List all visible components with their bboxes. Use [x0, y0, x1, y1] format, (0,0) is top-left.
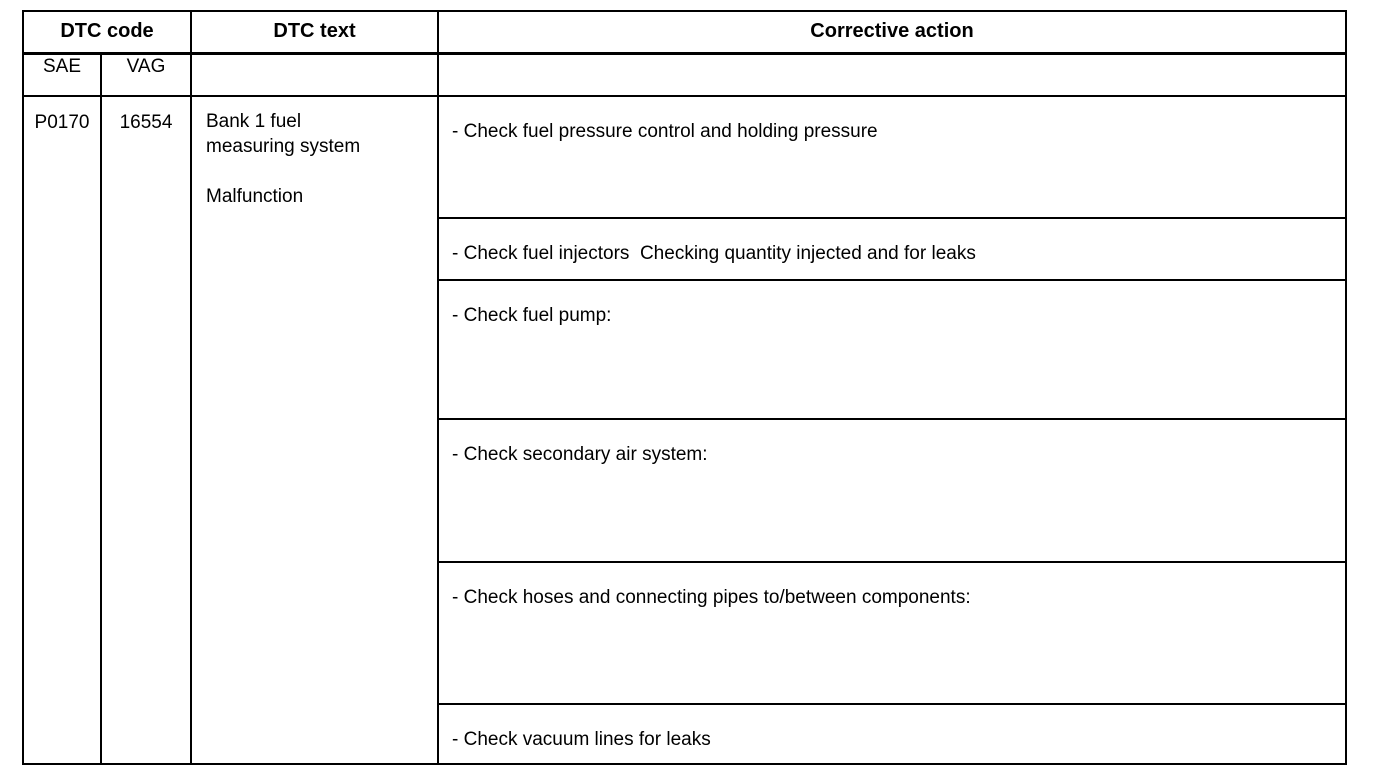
cell-sae-code: P0170	[22, 95, 102, 765]
subheader-row: SAE VAG	[22, 52, 1347, 97]
dtc-table: DTC code DTC text Corrective action SAE …	[22, 10, 1347, 765]
cell-vag-code: 16554	[100, 95, 192, 765]
table-row: - Check hoses and connecting pipes to/be…	[23, 561, 1347, 705]
corrective-action-item-1: - Check fuel pressure control and holdin…	[437, 95, 1347, 219]
table-row: - Check fuel pump:	[23, 279, 1347, 420]
corrective-action-item-3: - Check fuel pump:	[437, 279, 1347, 420]
subheader-dtc-text-empty	[190, 52, 439, 97]
header-dtc-text: DTC text	[190, 10, 439, 55]
subheader-corrective-empty	[437, 52, 1347, 97]
table-row: - Check vacuum lines for leaks	[23, 703, 1347, 765]
corrective-action-item-6: - Check vacuum lines for leaks	[437, 703, 1347, 765]
header-corrective-action: Corrective action	[437, 10, 1347, 55]
corrective-action-item-4: - Check secondary air system:	[437, 418, 1347, 563]
table-row: - Check fuel injectors Checking quantity…	[23, 217, 1347, 281]
cell-dtc-text: Bank 1 fuel measuring system Malfunction	[190, 95, 439, 765]
table-row: P0170 16554 Bank 1 fuel measuring system…	[22, 95, 1347, 765]
subheader-sae: SAE	[22, 52, 102, 97]
header-dtc-code: DTC code	[22, 10, 192, 55]
subheader-vag: VAG	[100, 52, 192, 97]
header-row: DTC code DTC text Corrective action	[22, 10, 1347, 55]
corrective-action-item-2: - Check fuel injectors Checking quantity…	[437, 217, 1347, 281]
table-row: - Check secondary air system:	[23, 418, 1347, 563]
corrective-action-item-5: - Check hoses and connecting pipes to/be…	[437, 561, 1347, 705]
